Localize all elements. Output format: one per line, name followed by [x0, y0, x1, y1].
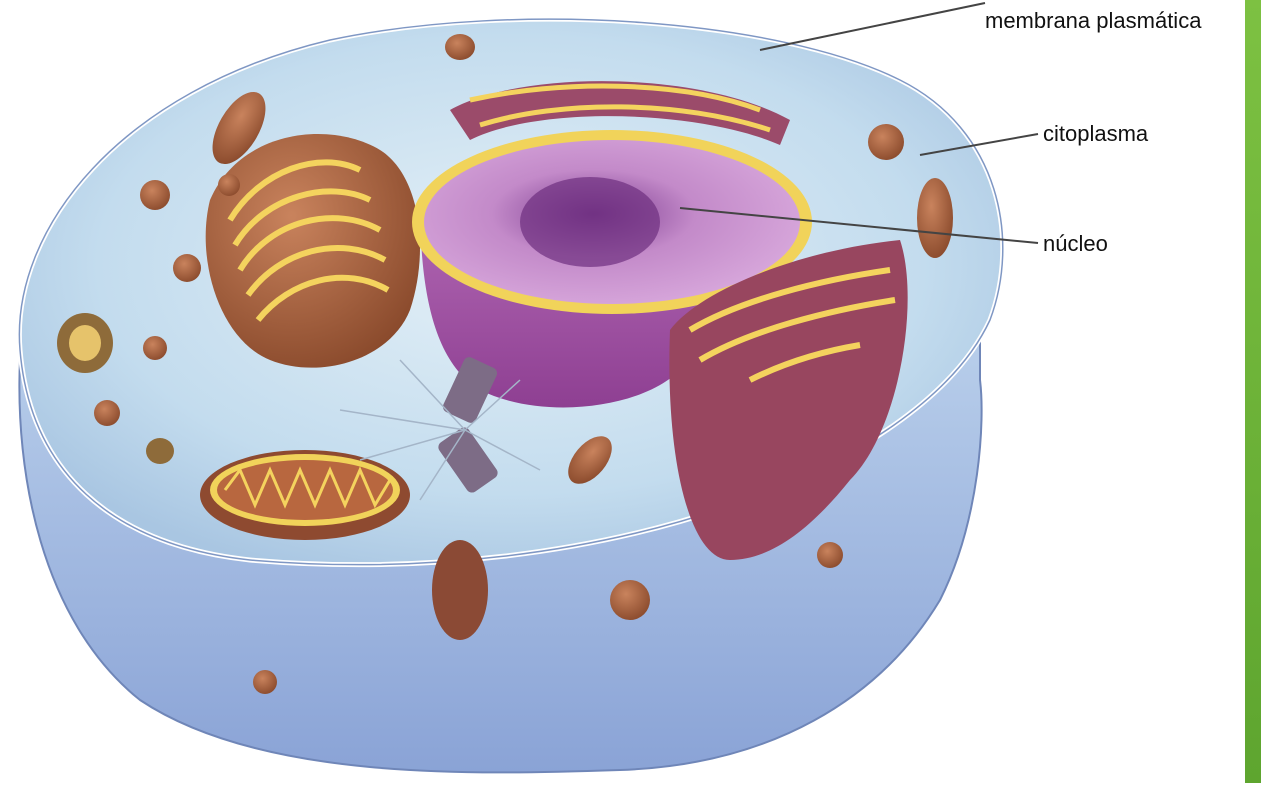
accent-side-bar: [1245, 0, 1261, 783]
label-nucleo: núcleo: [1043, 233, 1108, 255]
mitochondrion: [200, 450, 410, 540]
label-citoplasma: citoplasma: [1043, 123, 1148, 145]
label-membrana-plasmatica: membrana plasmática: [985, 10, 1201, 32]
leader-line-membrana: [760, 3, 985, 50]
golgi-apparatus: [206, 134, 420, 368]
